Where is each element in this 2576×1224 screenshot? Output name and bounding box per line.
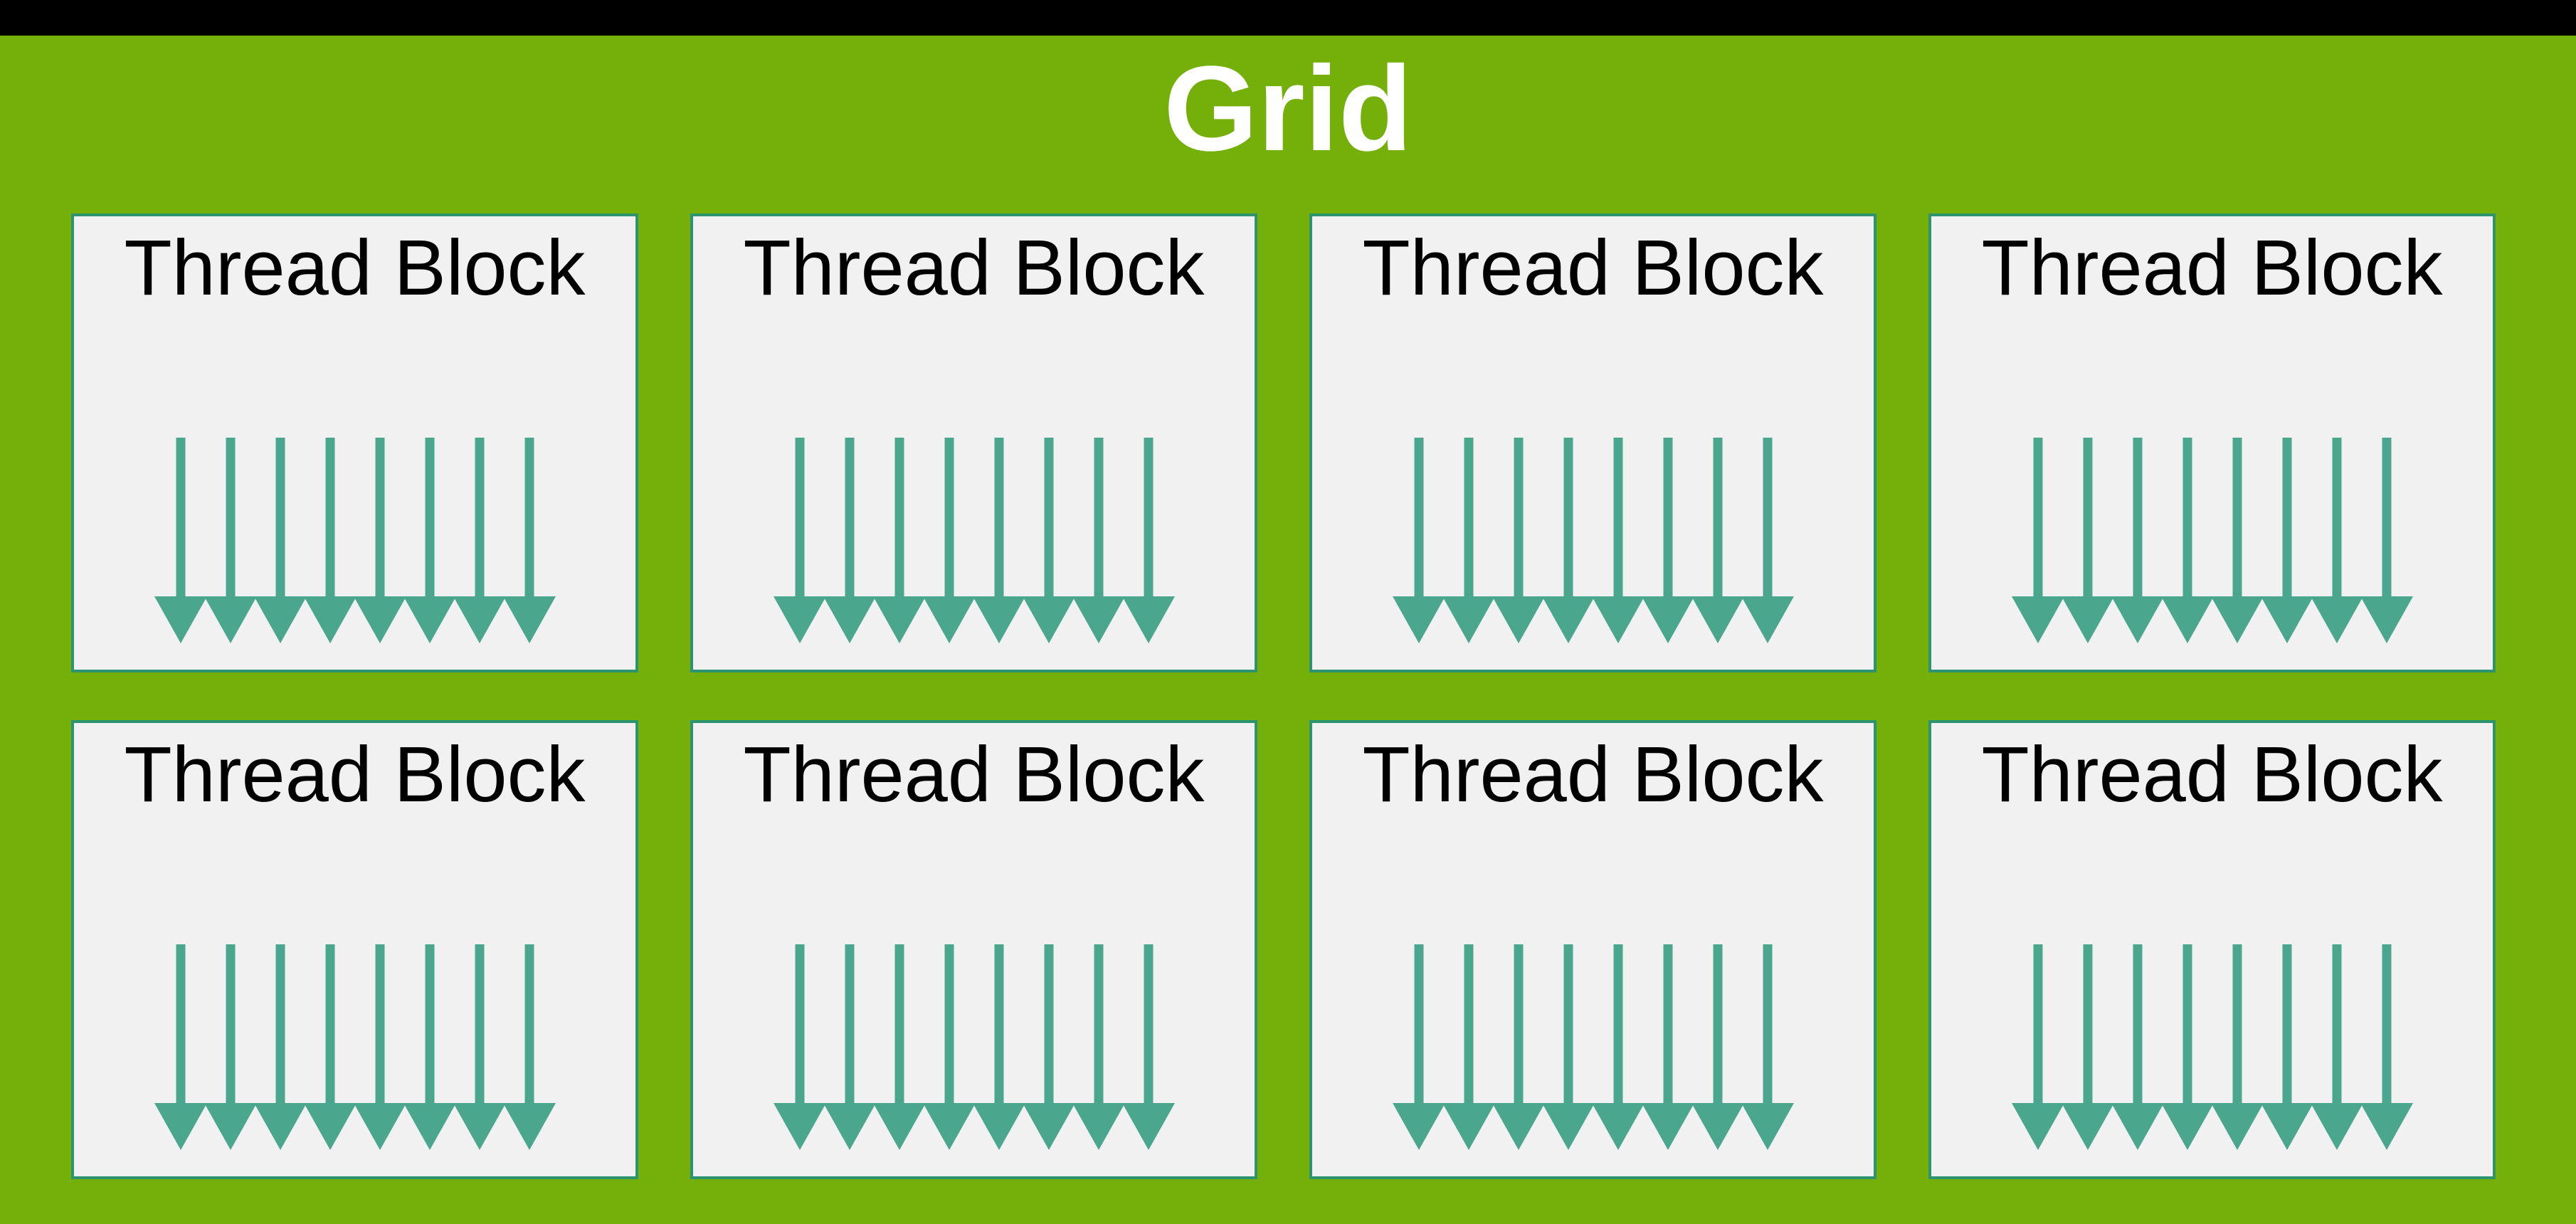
thread-arrow-icon bbox=[253, 438, 307, 643]
thread-block: Thread Block bbox=[1309, 720, 1876, 1179]
thread-arrows bbox=[2011, 438, 2413, 644]
top-black-bar bbox=[0, 0, 2576, 36]
thread-block: Thread Block bbox=[690, 720, 1257, 1179]
thread-arrow-icon bbox=[1442, 438, 1495, 643]
thread-arrows bbox=[1392, 438, 1794, 644]
thread-arrow-icon bbox=[1022, 944, 1075, 1150]
thread-block: Thread Block bbox=[1928, 720, 2496, 1179]
thread-arrow-icon bbox=[2160, 944, 2214, 1150]
thread-arrow-icon bbox=[253, 944, 307, 1150]
thread-arrow-icon bbox=[1392, 944, 1445, 1150]
thread-block-label: Thread Block bbox=[1981, 224, 2443, 312]
thread-block-label: Thread Block bbox=[743, 731, 1205, 818]
thread-arrow-icon bbox=[1541, 944, 1595, 1150]
thread-arrows bbox=[154, 438, 556, 644]
thread-arrow-icon bbox=[1641, 438, 1694, 643]
thread-arrow-icon bbox=[453, 944, 506, 1150]
thread-block-label: Thread Block bbox=[124, 731, 586, 818]
thread-arrows bbox=[773, 944, 1175, 1151]
thread-arrow-icon bbox=[1691, 438, 1744, 643]
thread-arrow-icon bbox=[403, 944, 456, 1150]
thread-arrow-icon bbox=[1741, 438, 1794, 643]
thread-arrow-icon bbox=[2310, 944, 2363, 1150]
thread-arrow-icon bbox=[872, 438, 926, 643]
thread-block-label: Thread Block bbox=[1981, 731, 2443, 818]
thread-arrow-icon bbox=[2111, 438, 2164, 643]
thread-arrow-icon bbox=[303, 944, 357, 1150]
thread-arrows bbox=[2011, 944, 2413, 1151]
thread-block-label: Thread Block bbox=[743, 224, 1205, 312]
thread-arrow-icon bbox=[972, 944, 1025, 1150]
thread-block-label: Thread Block bbox=[1362, 224, 1824, 312]
thread-block: Thread Block bbox=[1928, 213, 2496, 672]
thread-arrow-icon bbox=[2360, 944, 2413, 1150]
grid-title: Grid bbox=[1163, 41, 1413, 176]
thread-block: Thread Block bbox=[71, 720, 638, 1179]
thread-arrow-icon bbox=[2360, 438, 2413, 643]
thread-arrows bbox=[154, 944, 556, 1151]
thread-arrow-icon bbox=[1691, 944, 1744, 1150]
thread-arrow-icon bbox=[204, 438, 257, 643]
thread-arrow-icon bbox=[1492, 944, 1545, 1150]
thread-block: Thread Block bbox=[690, 213, 1257, 672]
thread-arrow-icon bbox=[922, 438, 976, 643]
thread-arrow-icon bbox=[1741, 944, 1794, 1150]
thread-arrow-icon bbox=[823, 944, 876, 1150]
thread-arrow-icon bbox=[502, 944, 556, 1150]
thread-arrow-icon bbox=[1072, 438, 1125, 643]
thread-arrow-icon bbox=[353, 944, 406, 1150]
thread-arrow-icon bbox=[453, 438, 506, 643]
thread-arrow-icon bbox=[2260, 438, 2313, 643]
thread-arrow-icon bbox=[1121, 438, 1175, 643]
thread-block-label: Thread Block bbox=[124, 224, 586, 312]
thread-arrow-icon bbox=[154, 944, 207, 1150]
thread-arrow-icon bbox=[2260, 944, 2313, 1150]
grid-panel: Grid Thread Block Thread Block Thread Bl… bbox=[0, 36, 2576, 1224]
thread-arrow-icon bbox=[1072, 944, 1125, 1150]
thread-arrow-icon bbox=[2061, 438, 2114, 643]
thread-arrow-icon bbox=[922, 944, 976, 1150]
thread-arrow-icon bbox=[1541, 438, 1595, 643]
thread-arrow-icon bbox=[204, 944, 257, 1150]
thread-arrow-icon bbox=[2210, 438, 2264, 643]
thread-arrow-icon bbox=[154, 438, 207, 643]
thread-arrow-icon bbox=[2061, 944, 2114, 1150]
thread-arrow-icon bbox=[2011, 944, 2064, 1150]
thread-block: Thread Block bbox=[1309, 213, 1876, 672]
thread-arrow-icon bbox=[353, 438, 406, 643]
thread-arrow-icon bbox=[1492, 438, 1545, 643]
thread-arrow-icon bbox=[823, 438, 876, 643]
thread-arrow-icon bbox=[1442, 944, 1495, 1150]
thread-block: Thread Block bbox=[71, 213, 638, 672]
thread-arrow-icon bbox=[502, 438, 556, 643]
thread-arrows bbox=[773, 438, 1175, 644]
thread-arrow-icon bbox=[2011, 438, 2064, 643]
thread-arrow-icon bbox=[1591, 438, 1645, 643]
thread-arrow-icon bbox=[403, 438, 456, 643]
thread-arrow-icon bbox=[2210, 944, 2264, 1150]
thread-arrow-icon bbox=[2111, 944, 2164, 1150]
thread-arrow-icon bbox=[1022, 438, 1075, 643]
thread-arrow-icon bbox=[2160, 438, 2214, 643]
thread-arrow-icon bbox=[303, 438, 357, 643]
thread-arrow-icon bbox=[773, 438, 826, 643]
thread-arrow-icon bbox=[773, 944, 826, 1150]
thread-arrow-icon bbox=[1392, 438, 1445, 643]
thread-arrow-icon bbox=[2310, 438, 2363, 643]
thread-arrow-icon bbox=[972, 438, 1025, 643]
thread-arrow-icon bbox=[872, 944, 926, 1150]
thread-block-label: Thread Block bbox=[1362, 731, 1824, 818]
thread-arrow-icon bbox=[1591, 944, 1645, 1150]
thread-arrow-icon bbox=[1641, 944, 1694, 1150]
thread-arrow-icon bbox=[1121, 944, 1175, 1150]
thread-arrows bbox=[1392, 944, 1794, 1151]
